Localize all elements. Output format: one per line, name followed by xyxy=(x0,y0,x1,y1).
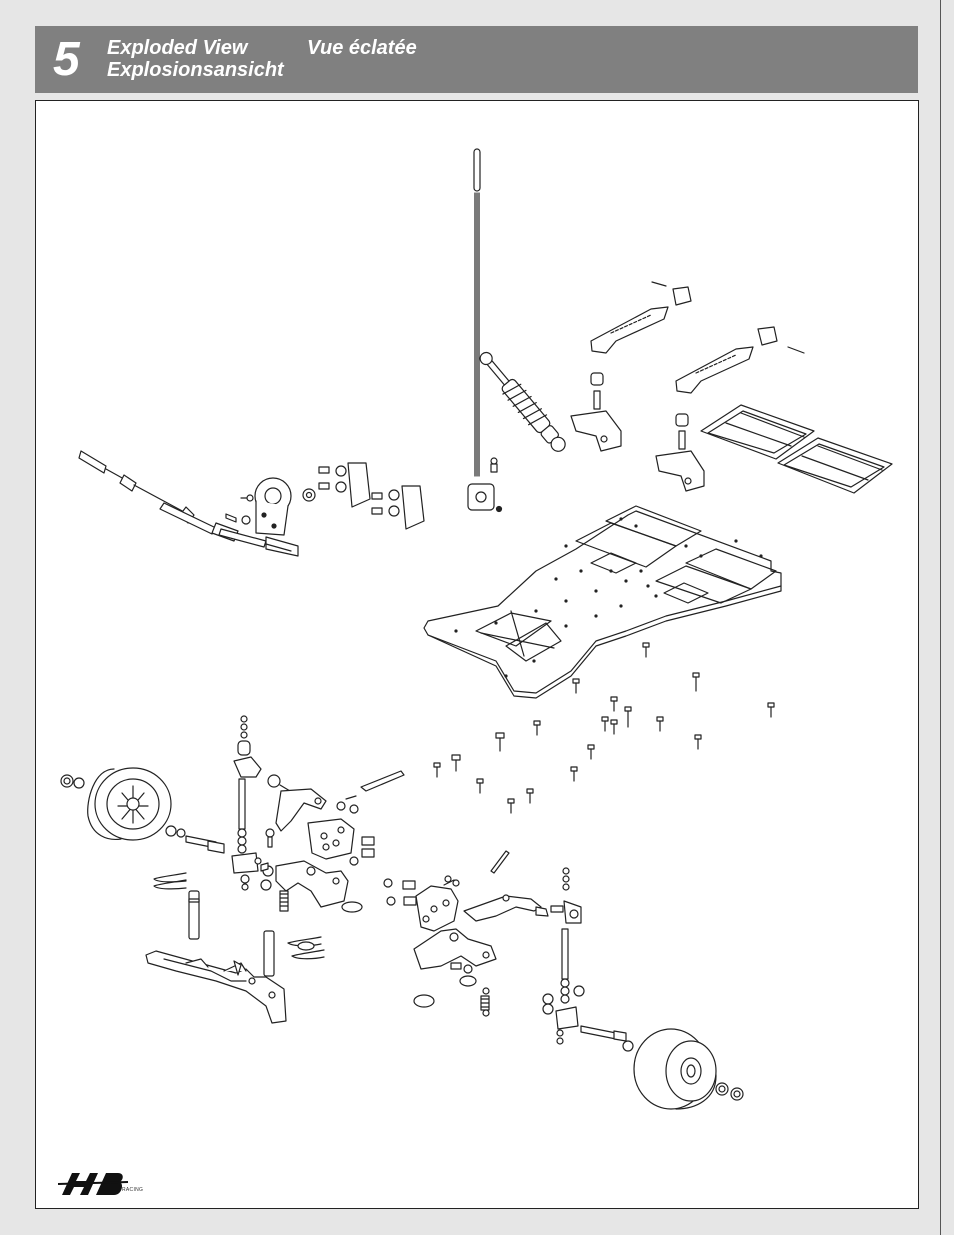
shock-tower-right xyxy=(676,327,804,393)
left-wheel-assembly xyxy=(61,768,224,853)
right-wheel-assembly xyxy=(581,1026,743,1109)
exploded-view-drawing xyxy=(36,101,918,1208)
servo-mounts xyxy=(303,463,424,529)
brand-logo-mark xyxy=(58,1169,136,1199)
left-steering-block xyxy=(308,819,374,865)
brand-logo: RACING xyxy=(58,1169,136,1199)
right-upper-arm xyxy=(464,895,581,923)
title-german: Explosionsansicht xyxy=(107,59,284,81)
title-english: Exploded View xyxy=(107,37,247,59)
shock-absorber xyxy=(468,347,570,511)
servo-saver xyxy=(241,478,291,535)
battery-tray-2 xyxy=(778,438,892,493)
shock-mount-1 xyxy=(571,373,621,451)
left-lower-arm xyxy=(276,861,362,912)
main-chassis xyxy=(424,506,781,698)
right-kingpin-assembly xyxy=(543,868,584,1044)
brand-logo-subtext: RACING xyxy=(122,1187,143,1193)
title-french: Vue éclatée xyxy=(307,37,417,59)
shock-tower-left xyxy=(591,282,691,353)
exploded-view-panel: RACING xyxy=(35,100,919,1209)
right-steering-block xyxy=(384,879,458,931)
right-lower-arm xyxy=(414,929,496,1016)
page-edge-line xyxy=(940,0,941,1235)
shock-mount-2 xyxy=(656,414,704,491)
section-header: 5 Exploded View Vue éclatée Explosionsan… xyxy=(35,26,918,93)
step-number: 5 xyxy=(53,32,80,88)
antenna-tube xyxy=(474,149,480,476)
chassis-screws xyxy=(434,643,774,813)
right-hinge-pin xyxy=(444,851,509,886)
